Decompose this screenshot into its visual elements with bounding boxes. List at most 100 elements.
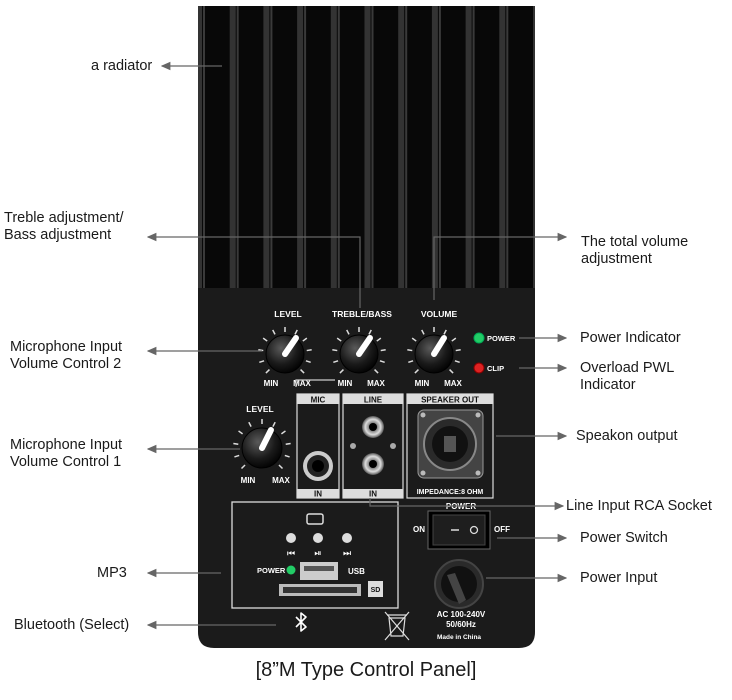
knob-tick [376, 337, 382, 342]
mic-in-label: IN [314, 490, 322, 499]
clip-led: CLIP [473, 362, 504, 374]
overload-callout-line-2: Indicator [580, 377, 636, 393]
radiator-fin-highlight [405, 6, 408, 288]
knob-level-2-label: LEVEL [274, 309, 301, 319]
speakon-output[interactable]: SPEAKER OUT IMPEDANCE:8 OHM [406, 393, 494, 499]
mic-input-jack[interactable]: MIC IN [296, 393, 340, 499]
knob-treble-bass-label: TREBLE/BASS [332, 309, 392, 319]
knob-treble-bass-min: MIN [338, 379, 353, 388]
power-indicator-callout: Power Indicator [580, 330, 681, 346]
play-pause-button[interactable]: ⏯ [313, 533, 323, 559]
overload-callout: Overload PWL Indicator [580, 360, 674, 394]
radiator-fin-highlight [304, 6, 307, 288]
knob-tick [278, 464, 284, 470]
mic2-callout-line-1: Microphone Input [10, 339, 123, 355]
micro-usb-port [306, 513, 324, 525]
usb-port[interactable] [300, 562, 338, 580]
radiator-fin [235, 6, 264, 288]
mic2-callout-line-2: Volume Control 2 [10, 356, 122, 372]
knob-scale-ticks [233, 419, 291, 470]
radiator-fin [437, 6, 466, 288]
next-button[interactable]: ⏭ [342, 533, 352, 559]
knob-tick [449, 369, 454, 374]
knob-tick [339, 369, 344, 374]
impedance-label: IMPEDANCE:8 OHM [417, 489, 484, 496]
radiator-fin-highlight [438, 6, 441, 288]
knob-tick [248, 421, 252, 427]
knob-level-2-max: MAX [293, 379, 311, 388]
power-led-label: POWER [487, 334, 516, 343]
total-volume-callout-line-2: adjustment [581, 251, 652, 267]
callout-connectors [146, 61, 568, 630]
knob-tick [294, 329, 298, 335]
radiator-fin-highlight [337, 6, 340, 288]
made-in-label: Made in China [437, 634, 481, 641]
radiator-fin [370, 6, 399, 288]
prev-button[interactable]: ⏮ [286, 533, 296, 559]
knob-tick [407, 349, 413, 352]
speaker-out-label: SPEAKER OUT [421, 396, 479, 405]
knob-level-1-label: LEVEL [246, 404, 273, 414]
knob-tick [411, 337, 417, 342]
power-led: POWER [473, 332, 516, 344]
radiator-fin-highlight [371, 6, 374, 288]
knob-tick [408, 360, 414, 364]
knob-volume-label: VOLUME [421, 309, 458, 319]
sd-card-slot[interactable] [279, 584, 361, 596]
knob-treble-bass[interactable]: TREBLE/BASS MIN MAX [332, 309, 392, 388]
bluetooth-icon[interactable] [295, 612, 307, 632]
knob-tick [451, 337, 457, 342]
knob-volume[interactable]: VOLUME MIN MAX [407, 309, 463, 388]
knob-tick [306, 349, 312, 352]
switch-off-label: OFF [494, 525, 510, 534]
knob-tick [240, 464, 246, 470]
power-switch-callout: Power Switch [580, 530, 668, 546]
total-volume-callout: The total volume adjustment [581, 234, 688, 268]
knob-tick [414, 369, 419, 374]
radiator-fin [269, 6, 298, 288]
knob-tick [336, 337, 342, 342]
knob-tick [305, 360, 311, 364]
knob-level-1-max: MAX [272, 476, 290, 485]
knob-scale-ticks [407, 327, 461, 374]
knob-volume-min: MIN [415, 379, 430, 388]
mp3-power-led [286, 565, 296, 575]
knob-tick [285, 442, 291, 445]
knob-tick [272, 421, 276, 427]
knob-tick [380, 349, 386, 352]
mp3-callout: MP3 [97, 565, 127, 581]
radiator-fin-highlight [472, 6, 475, 288]
knob-tick [302, 337, 308, 342]
sd-label: SD [371, 587, 381, 594]
knob-tick [332, 349, 338, 352]
mic1-callout: Microphone Input Volume Control 1 [10, 437, 122, 471]
knob-tick [374, 369, 379, 374]
treble-bass-callout-line-2: Bass adjustment [4, 227, 112, 243]
knob-tick [443, 329, 447, 335]
line-input-rca[interactable]: LINE IN [342, 393, 404, 499]
mp3-power-label: POWER [257, 566, 286, 575]
power-input-callout: Power Input [580, 570, 658, 586]
ac-voltage-label: AC 100-240V [437, 610, 486, 619]
power-input-socket[interactable]: AC 100-240V 50/60Hz Made in China [434, 559, 486, 641]
knob-tick [280, 430, 286, 435]
knob-level-2-min: MIN [264, 379, 279, 388]
knob-level-2[interactable]: LEVEL MIN MAX [258, 309, 312, 388]
knob-tick [259, 360, 265, 364]
radiator-fin-highlight [236, 6, 239, 288]
radiator-fin [505, 6, 533, 288]
radiator-callout: a radiator [91, 58, 153, 74]
knob-tick [265, 369, 270, 374]
knob-tick [300, 369, 305, 374]
knob-level-1[interactable]: LEVEL MIN MAX [233, 404, 291, 485]
ac-frequency-label: 50/60Hz [446, 620, 476, 629]
mic-label: MIC [311, 396, 326, 405]
clip-led-label: CLIP [487, 364, 504, 373]
knob-scale-ticks [258, 327, 312, 374]
knob-tick [272, 329, 276, 335]
treble-bass-callout-line-1: Treble adjustment/ [4, 210, 124, 226]
knob-tick [455, 349, 461, 352]
mic1-callout-line-1: Microphone Input [10, 437, 123, 453]
knob-tick [421, 329, 425, 335]
switch-on-label: ON [413, 525, 425, 534]
